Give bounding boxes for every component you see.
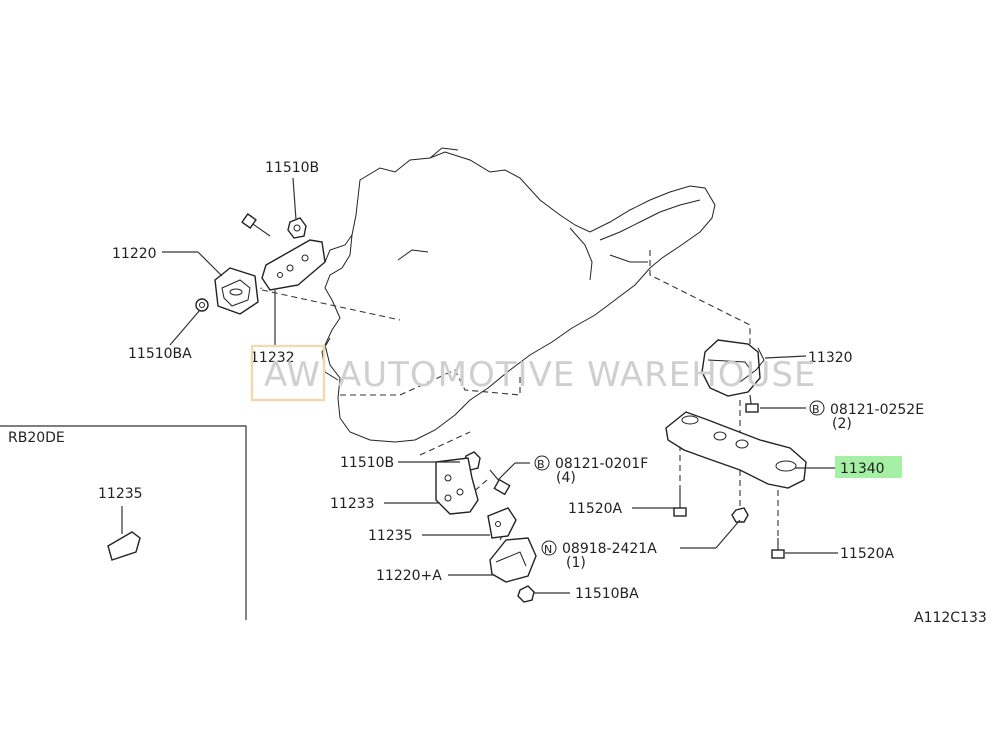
assembly-dashed-lines — [231, 250, 779, 541]
label-11235[interactable]: 11235 — [368, 528, 413, 544]
bolt-top-left[interactable] — [241, 213, 271, 237]
part-11510BA-left-nut[interactable] — [195, 298, 209, 312]
bolt-08121-0201F[interactable] — [489, 469, 511, 496]
label-08121-0201F-qty: (4) — [556, 470, 576, 486]
part-11233-bracket[interactable] — [435, 457, 479, 515]
label-11510BA-bottom[interactable]: 11510BA — [575, 586, 639, 602]
part-11510B-top-nut[interactable] — [287, 217, 307, 239]
watermark-text: AUTOMOTIVE WAREHOUSE — [338, 355, 817, 395]
part-11520A-right-bolt[interactable] — [771, 538, 785, 559]
b-marker-0252E — [809, 400, 825, 416]
label-11220A[interactable]: 11220+A — [376, 568, 442, 584]
label-11510B-mid[interactable]: 11510B — [340, 455, 394, 471]
label-11233[interactable]: 11233 — [330, 496, 375, 512]
engine-transmission-outline — [321, 147, 716, 443]
diagram-code: A112C133 — [914, 610, 987, 626]
part-11340-crossmember[interactable] — [665, 411, 807, 489]
label-11232[interactable]: 11232 — [250, 350, 295, 366]
label-11520A-left[interactable]: 11520A — [568, 501, 623, 517]
part-11220A-insulator[interactable] — [489, 537, 537, 583]
part-11220-insulator-left[interactable] — [214, 267, 259, 315]
label-11340[interactable]: 11340 — [840, 461, 885, 477]
label-11520A-right[interactable]: 11520A — [840, 546, 895, 562]
part-11510BA-bottom-nut[interactable] — [517, 585, 535, 603]
part-11232-bracket[interactable] — [261, 239, 326, 291]
b-marker-0201F — [534, 455, 550, 471]
watermark: AW AUTOMOTIVE WAREHOUSE — [250, 344, 817, 402]
n-marker-text-2421A: N — [544, 543, 552, 556]
inset-title: RB20DE — [8, 430, 65, 446]
n-marker-2421A — [541, 540, 557, 556]
label-11220-left[interactable]: 11220 — [112, 246, 157, 262]
watermark-logo-box — [250, 344, 326, 402]
label-08121-0252E[interactable]: 08121-0252E — [830, 402, 924, 418]
label-08918-2421A[interactable]: 08918-2421A — [562, 541, 657, 557]
part-11235-inset-plate[interactable] — [107, 531, 141, 561]
label-11235-inset[interactable]: 11235 — [98, 486, 143, 502]
label-08121-0252E-qty: (2) — [832, 416, 852, 432]
nut-08918-2421A[interactable] — [731, 507, 749, 523]
leader-lines — [162, 177, 838, 594]
part-labels: 11510B 11220 11510BA 11232 11320 B 08121… — [112, 160, 987, 626]
part-11520A-left-bolt[interactable] — [673, 490, 687, 517]
bolt-08121-0252E[interactable] — [745, 394, 759, 413]
b-marker-text-0201F: B — [537, 458, 545, 471]
label-11510BA-left[interactable]: 11510BA — [128, 346, 192, 362]
inset-rb20de: RB20DE 11235 — [0, 425, 247, 620]
label-08918-2421A-qty: (1) — [566, 555, 586, 571]
label-11320[interactable]: 11320 — [808, 350, 853, 366]
highlight-11340 — [835, 456, 902, 478]
label-08121-0201F[interactable]: 08121-0201F — [555, 456, 648, 472]
part-11235-plate[interactable] — [487, 507, 517, 539]
watermark-abbr: AW — [264, 355, 321, 395]
label-11510B-top[interactable]: 11510B — [265, 160, 319, 176]
b-marker-text-0252E: B — [812, 403, 820, 416]
part-11320-insulator[interactable] — [701, 339, 765, 397]
